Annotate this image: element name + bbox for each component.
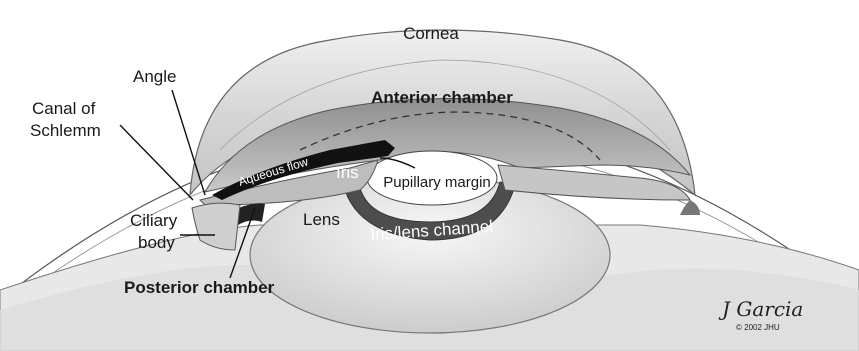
label-cornea: Cornea bbox=[403, 24, 459, 43]
label-angle: Angle bbox=[133, 67, 176, 86]
label-posterior-chamber: Posterior chamber bbox=[124, 278, 275, 297]
label-lens: Lens bbox=[303, 210, 340, 229]
artist-signature: J Garcia bbox=[718, 297, 803, 321]
label-canal-of-schlemm-1: Canal of bbox=[32, 99, 96, 118]
label-ciliary-body-1: Ciliary bbox=[130, 211, 178, 230]
label-pupillary-margin: Pupillary margin bbox=[383, 174, 491, 191]
label-anterior-chamber: Anterior chamber bbox=[371, 88, 513, 107]
label-canal-of-schlemm-2: Schlemm bbox=[30, 121, 101, 140]
label-iris: Iris bbox=[336, 163, 359, 182]
copyright-notice: © 2002 JHU bbox=[736, 323, 780, 332]
canal-leader bbox=[120, 125, 193, 200]
label-ciliary-body-2: body bbox=[138, 233, 175, 252]
